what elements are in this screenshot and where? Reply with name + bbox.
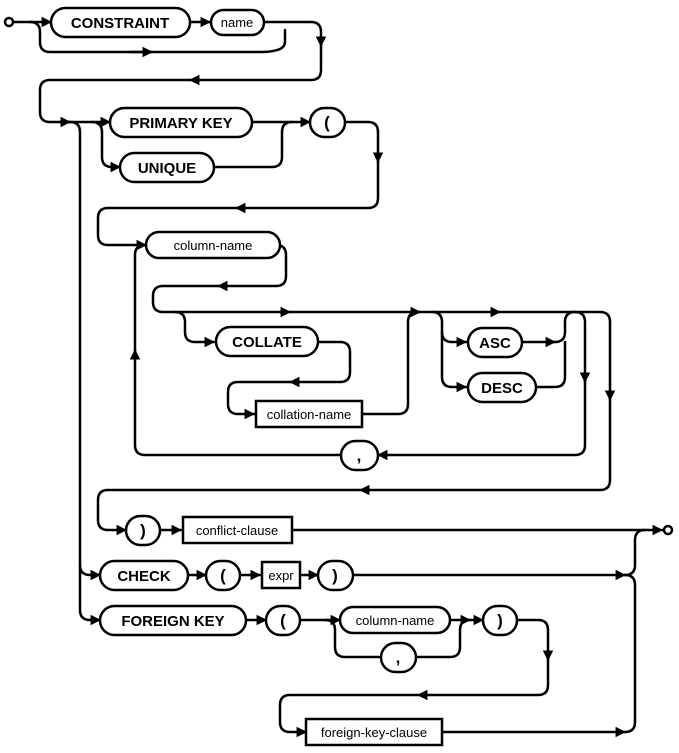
open-paren-1: (: [308, 106, 347, 139]
svg-text:): ): [497, 611, 503, 630]
comma-separator-1: ,: [339, 439, 380, 472]
check-keyword: CHECK: [98, 559, 190, 592]
svg-text:column-name: column-name: [356, 613, 435, 628]
foreign-key-clause-nonterminal: foreign-key-clause: [304, 717, 444, 747]
foreign-key-keyword: FOREIGN KEY: [98, 604, 248, 637]
svg-text:ASC: ASC: [479, 335, 511, 352]
svg-text:name: name: [221, 15, 254, 30]
expr-nonterminal: expr: [260, 560, 302, 590]
svg-text:DESC: DESC: [481, 380, 523, 397]
conflict-clause-nonterminal: conflict-clause: [181, 515, 294, 545]
open-paren-2: (: [204, 559, 242, 592]
svg-text:,: ,: [357, 446, 362, 465]
name-nonterminal: name: [209, 8, 266, 37]
primary-key-keyword: PRIMARY KEY: [108, 106, 254, 139]
comma-separator-2: ,: [379, 641, 418, 674]
svg-text:,: ,: [396, 648, 401, 667]
svg-text:(: (: [324, 113, 330, 132]
svg-text:collation-name: collation-name: [267, 407, 352, 422]
asc-keyword: ASC: [466, 326, 524, 359]
constraint-keyword: CONSTRAINT: [49, 6, 192, 39]
svg-text:CHECK: CHECK: [117, 568, 171, 585]
connector-lines: [11, 16, 664, 738]
close-paren-2: ): [316, 559, 355, 592]
desc-keyword: DESC: [466, 371, 538, 404]
unique-keyword: UNIQUE: [118, 151, 216, 184]
start-terminal: [3, 16, 15, 28]
svg-text:foreign-key-clause: foreign-key-clause: [321, 725, 427, 740]
svg-text:expr: expr: [268, 568, 294, 583]
svg-text:conflict-clause: conflict-clause: [196, 523, 278, 538]
svg-text:CONSTRAINT: CONSTRAINT: [71, 15, 169, 32]
svg-text:PRIMARY KEY: PRIMARY KEY: [129, 115, 232, 132]
svg-text:(: (: [280, 611, 286, 630]
svg-text:): ): [140, 521, 146, 540]
end-terminal: [662, 524, 674, 536]
svg-text:(: (: [220, 566, 226, 585]
column-name-nonterminal-2: column-name: [338, 605, 452, 635]
close-paren-1: ): [124, 514, 162, 547]
svg-text:): ): [332, 566, 338, 585]
collate-keyword: COLLATE: [214, 325, 320, 358]
svg-text:COLLATE: COLLATE: [232, 334, 302, 351]
close-paren-3: ): [481, 604, 519, 637]
svg-text:UNIQUE: UNIQUE: [138, 160, 196, 177]
open-paren-3: (: [264, 604, 302, 637]
column-name-nonterminal: column-name: [144, 230, 282, 260]
svg-text:FOREIGN KEY: FOREIGN KEY: [121, 613, 224, 630]
svg-text:column-name: column-name: [174, 238, 253, 253]
collation-name-nonterminal: collation-name: [254, 399, 364, 429]
